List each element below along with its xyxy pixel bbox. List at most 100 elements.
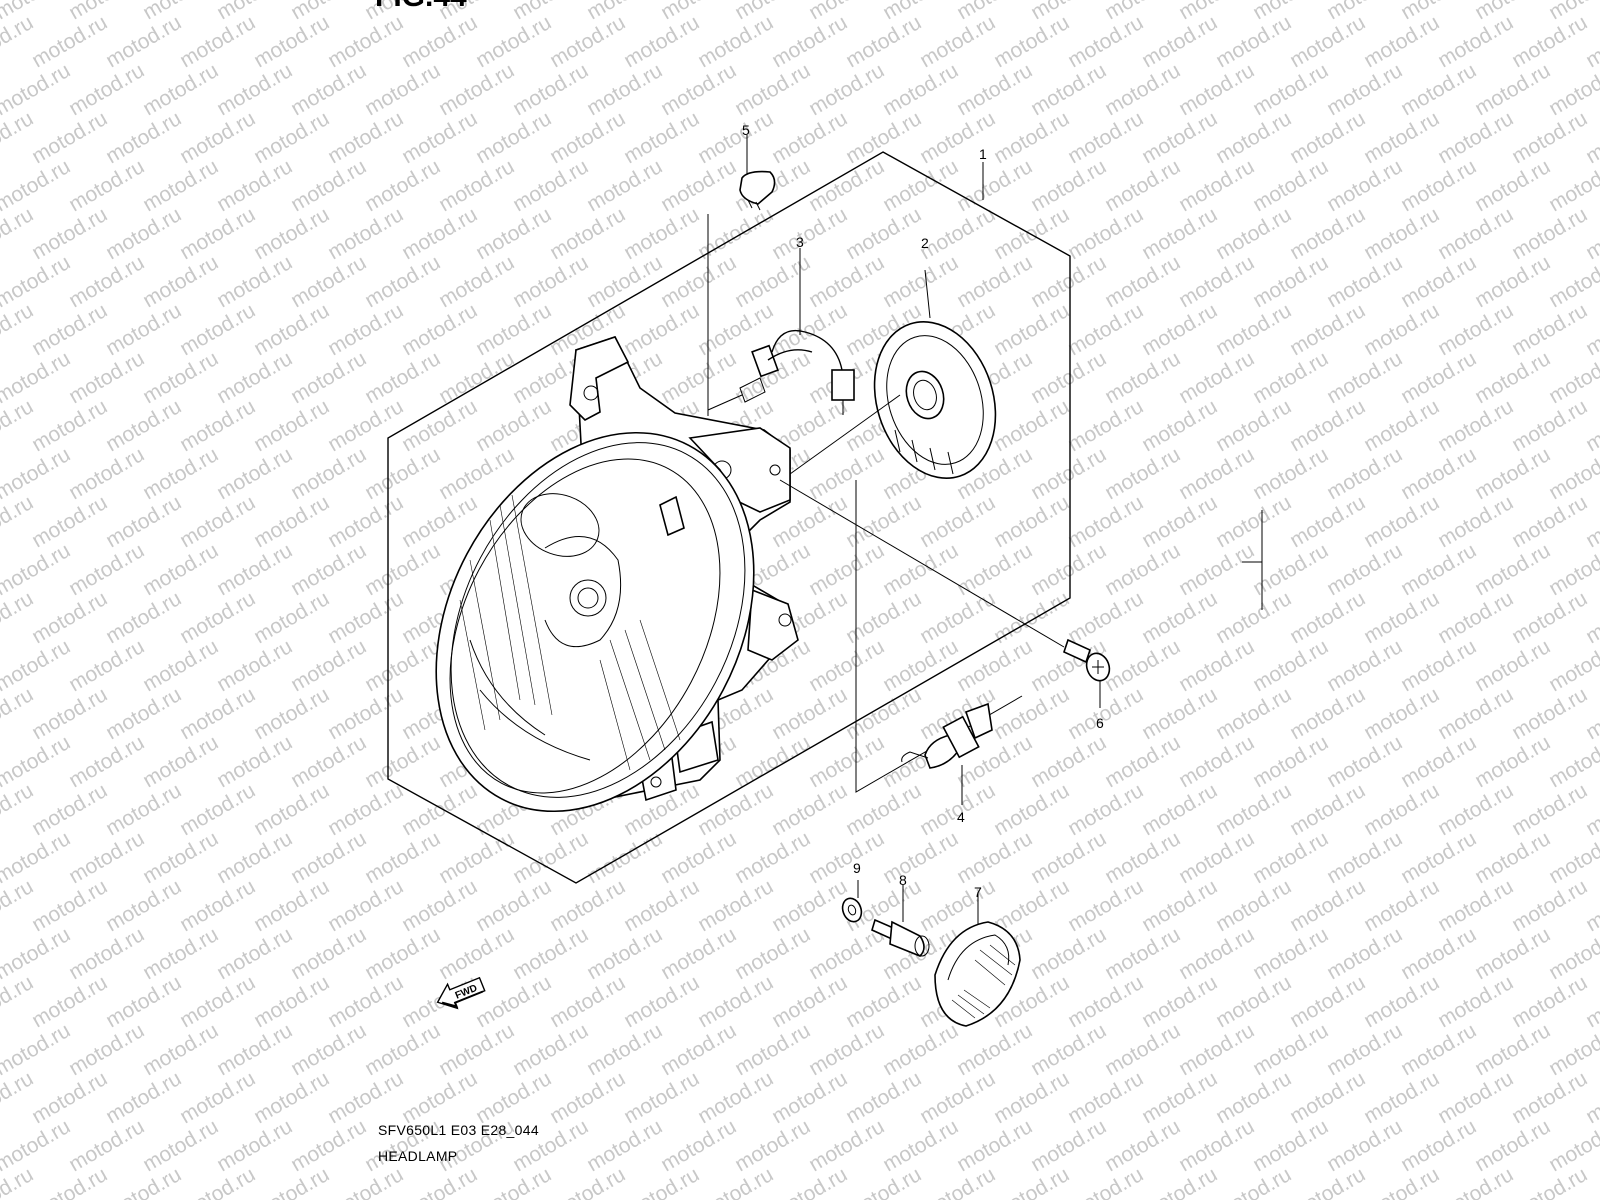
watermark-text: motod.ru (1101, 347, 1184, 408)
watermark-text: motod.ru (250, 11, 333, 72)
callout-9: 9 (853, 860, 861, 876)
watermark-text: motod.ru (28, 971, 111, 1032)
watermark-text: motod.ru (324, 203, 407, 264)
watermark-text: motod.ru (805, 59, 888, 120)
watermark-text: motod.ru (324, 875, 407, 936)
watermark-text: motod.ru (472, 1067, 555, 1128)
watermark-text: motod.ru (879, 0, 962, 24)
watermark-text: motod.ru (250, 203, 333, 264)
watermark-text: motod.ru (398, 299, 481, 360)
watermark-text: motod.ru (65, 827, 148, 888)
watermark-text: motod.ru (1323, 635, 1406, 696)
watermark-text: motod.ru (324, 587, 407, 648)
watermark-text: motod.ru (1249, 539, 1332, 600)
watermark-text: motod.ru (879, 1115, 962, 1176)
watermark-text: motod.ru (1101, 251, 1184, 312)
watermark-text: motod.ru (1212, 107, 1295, 168)
watermark-text: motod.ru (324, 1067, 407, 1128)
watermark-text: motod.ru (1138, 683, 1221, 744)
watermark-text: motod.ru (657, 155, 740, 216)
watermark-text: motod.ru (694, 11, 777, 72)
watermark-text: motod.ru (1249, 155, 1332, 216)
watermark-text: motod.ru (916, 491, 999, 552)
watermark-text: motod.ru (1064, 299, 1147, 360)
watermark-text: motod.ru (361, 731, 444, 792)
watermark-text: motod.ru (176, 683, 259, 744)
watermark-text: motod.ru (916, 587, 999, 648)
watermark-text: motod.ru (1175, 827, 1258, 888)
watermark-text: motod.ru (324, 107, 407, 168)
watermark-text: motod.ru (657, 59, 740, 120)
watermark-text: motod.ru (1360, 1163, 1443, 1200)
watermark-text: motod.ru (1508, 203, 1591, 264)
watermark-text: motod.ru (657, 347, 740, 408)
watermark-text: motod.ru (213, 59, 296, 120)
watermark-text: motod.ru (768, 107, 851, 168)
watermark-text: motod.ru (287, 155, 370, 216)
watermark-text: motod.ru (1471, 251, 1554, 312)
watermark-text: motod.ru (953, 59, 1036, 120)
watermark-text: motod.ru (1212, 491, 1295, 552)
watermark-text: motod.ru (1434, 107, 1517, 168)
watermark-text: motod.ru (509, 251, 592, 312)
watermark-text: motod.ru (213, 827, 296, 888)
watermark-text: motod.ru (1175, 539, 1258, 600)
watermark-text: motod.ru (1323, 443, 1406, 504)
assembly-box (387, 151, 1071, 884)
watermark-text: motod.ru (768, 203, 851, 264)
watermark-text: motod.ru (1286, 107, 1369, 168)
watermark-text: motod.ru (139, 635, 222, 696)
watermark-text: motod.ru (1360, 587, 1443, 648)
watermark-text: motod.ru (1471, 539, 1554, 600)
watermark-text: motod.ru (472, 299, 555, 360)
watermark-text: motod.ru (1101, 923, 1184, 984)
watermark-text: motod.ru (213, 1115, 296, 1176)
watermark-text: motod.ru (546, 875, 629, 936)
watermark-text: motod.ru (472, 875, 555, 936)
watermark-text: motod.ru (1212, 971, 1295, 1032)
watermark-text: motod.ru (583, 1115, 666, 1176)
watermark-text: motod.ru (620, 203, 703, 264)
watermark-text: motod.ru (805, 1115, 888, 1176)
watermark-text: motod.ru (1212, 683, 1295, 744)
watermark-text: motod.ru (435, 1019, 518, 1080)
watermark-text: motod.ru (1101, 539, 1184, 600)
watermark-text: motod.ru (1471, 1019, 1554, 1080)
watermark-text: motod.ru (1027, 1019, 1110, 1080)
watermark-text: motod.ru (620, 971, 703, 1032)
small-bulb (739, 170, 776, 211)
watermark-text: motod.ru (1397, 731, 1480, 792)
watermark-text: motod.ru (1397, 251, 1480, 312)
watermark-text: motod.ru (805, 635, 888, 696)
watermark-text: motod.ru (250, 1163, 333, 1200)
watermark-text: motod.ru (139, 0, 222, 24)
screw (1063, 638, 1111, 682)
watermark-text: motod.ru (620, 107, 703, 168)
watermark-text: motod.ru (324, 779, 407, 840)
watermark-text: motod.ru (1101, 59, 1184, 120)
watermark-text: motod.ru (1471, 827, 1554, 888)
watermark-text: motod.ru (1508, 875, 1591, 936)
watermark-text: motod.ru (398, 875, 481, 936)
watermark-text: motod.ru (1249, 1115, 1332, 1176)
watermark-text: motod.ru (842, 779, 925, 840)
watermark-text: motod.ru (694, 971, 777, 1032)
watermark-text: motod.ru (620, 1067, 703, 1128)
watermark-text: motod.ru (546, 971, 629, 1032)
watermark-text: motod.ru (509, 0, 592, 24)
watermark-text: motod.ru (102, 1163, 185, 1200)
watermark-text: motod.ru (472, 203, 555, 264)
watermark-text: motod.ru (509, 155, 592, 216)
watermark-text: motod.ru (176, 587, 259, 648)
watermark-text: motod.ru (1360, 395, 1443, 456)
watermark-text: motod.ru (139, 443, 222, 504)
watermark-text: motod.ru (324, 683, 407, 744)
watermark-text: motod.ru (1175, 347, 1258, 408)
watermark-text: motod.ru (805, 251, 888, 312)
reflector-cap (934, 921, 1021, 1027)
watermark-text: motod.ru (583, 155, 666, 216)
watermark-text: motod.ru (287, 251, 370, 312)
watermark-text: motod.ru (361, 155, 444, 216)
watermark-text: motod.ru (213, 1019, 296, 1080)
